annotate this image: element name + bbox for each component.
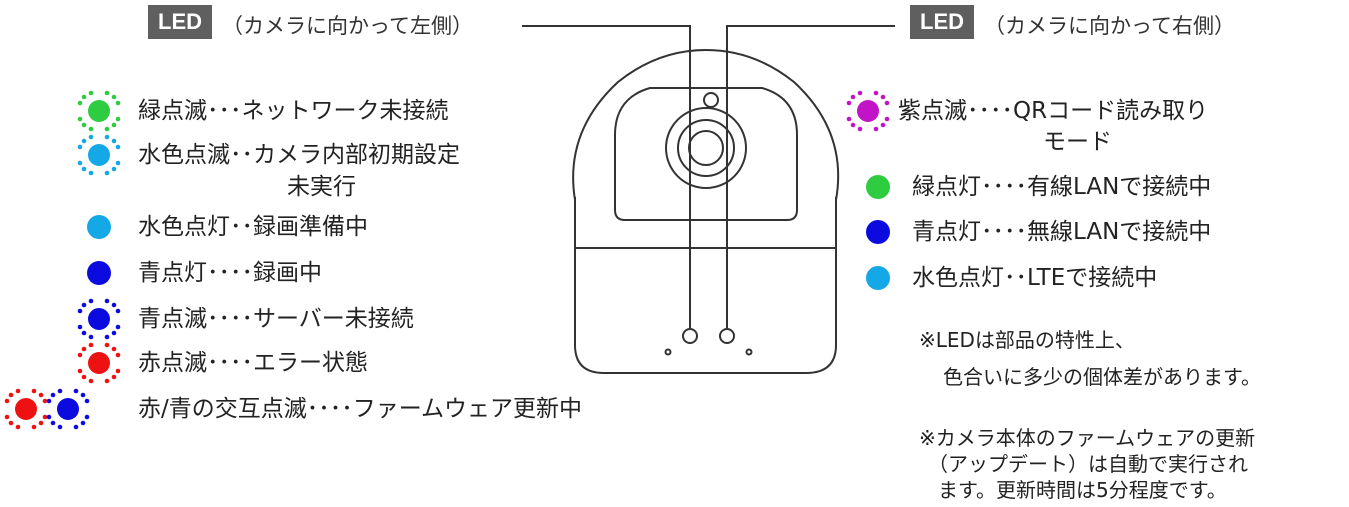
camera-lens-outer — [665, 107, 747, 189]
indicator-blue-solid-right — [858, 212, 898, 252]
legend-left-3: 水色点灯･･録画準備中 — [138, 214, 368, 240]
right-led-caption: （カメラに向かって右側） — [984, 14, 1235, 38]
right-led-badge: LED — [910, 5, 974, 39]
legend-left-2: 水色点滅･･カメラ内部初期設定 — [138, 142, 460, 168]
indicator-red-blink — [77, 342, 121, 384]
legend-left-1: 緑点滅･･･ネットワーク未接続 — [138, 98, 449, 124]
note-1-line2: 色合いに多少の個体差があります。 — [943, 365, 1261, 389]
indicator-lightblue-solid — [79, 207, 119, 247]
note-2-line2: （アップデート）は自動で実行され — [928, 452, 1248, 476]
led-left-marker — [682, 328, 698, 344]
indicator-lightblue-solid-right — [858, 258, 898, 298]
indicator-purple-blink — [846, 90, 890, 132]
legend-right-4: 水色点灯･･LTEで接続中 — [912, 265, 1158, 291]
right-leader-line — [726, 25, 895, 328]
legend-left-5: 青点滅････サーバー未接続 — [138, 306, 414, 332]
left-leader-line — [522, 25, 691, 328]
base-dot-right — [745, 348, 753, 356]
led-right-marker — [719, 328, 735, 344]
indicator-red-blue-alternate — [4, 388, 90, 430]
legend-right-1: 紫点滅････QRコード読み取り — [898, 98, 1209, 124]
legend-left-2b: 未実行 — [287, 174, 356, 200]
left-led-badge: LED — [148, 5, 212, 39]
indicator-blue-blink — [77, 298, 121, 340]
legend-left-4: 青点灯････録画中 — [138, 260, 322, 286]
camera-lens-ring — [677, 119, 735, 177]
legend-right-3: 青点灯････無線LANで接続中 — [912, 219, 1212, 245]
camera-body — [574, 197, 837, 374]
legend-left-7: 赤/青の交互点滅････ファームウェア更新中 — [138, 396, 583, 422]
indicator-green-blink — [77, 90, 121, 132]
camera-sensor — [703, 92, 719, 108]
base-dot-left — [664, 348, 672, 356]
indicator-blue-solid — [79, 253, 119, 293]
camera-face — [614, 87, 798, 221]
camera-head — [572, 48, 840, 201]
legend-right-1b: モード — [1043, 129, 1112, 155]
indicator-green-solid — [858, 167, 898, 207]
legend-left-6: 赤点滅････エラー状態 — [138, 350, 368, 376]
indicator-lightblue-blink — [77, 134, 121, 176]
note-2-line1: ※カメラ本体のファームウェアの更新 — [919, 426, 1256, 450]
note-1-line1: ※LEDは部品の特性上、 — [919, 328, 1135, 352]
note-2-line3: ます。更新時間は5分程度です。 — [938, 478, 1227, 502]
left-led-caption: （カメラに向かって左側） — [222, 14, 473, 38]
camera-lens-inner — [688, 130, 724, 166]
legend-right-2: 緑点灯････有線LANで接続中 — [912, 174, 1212, 200]
